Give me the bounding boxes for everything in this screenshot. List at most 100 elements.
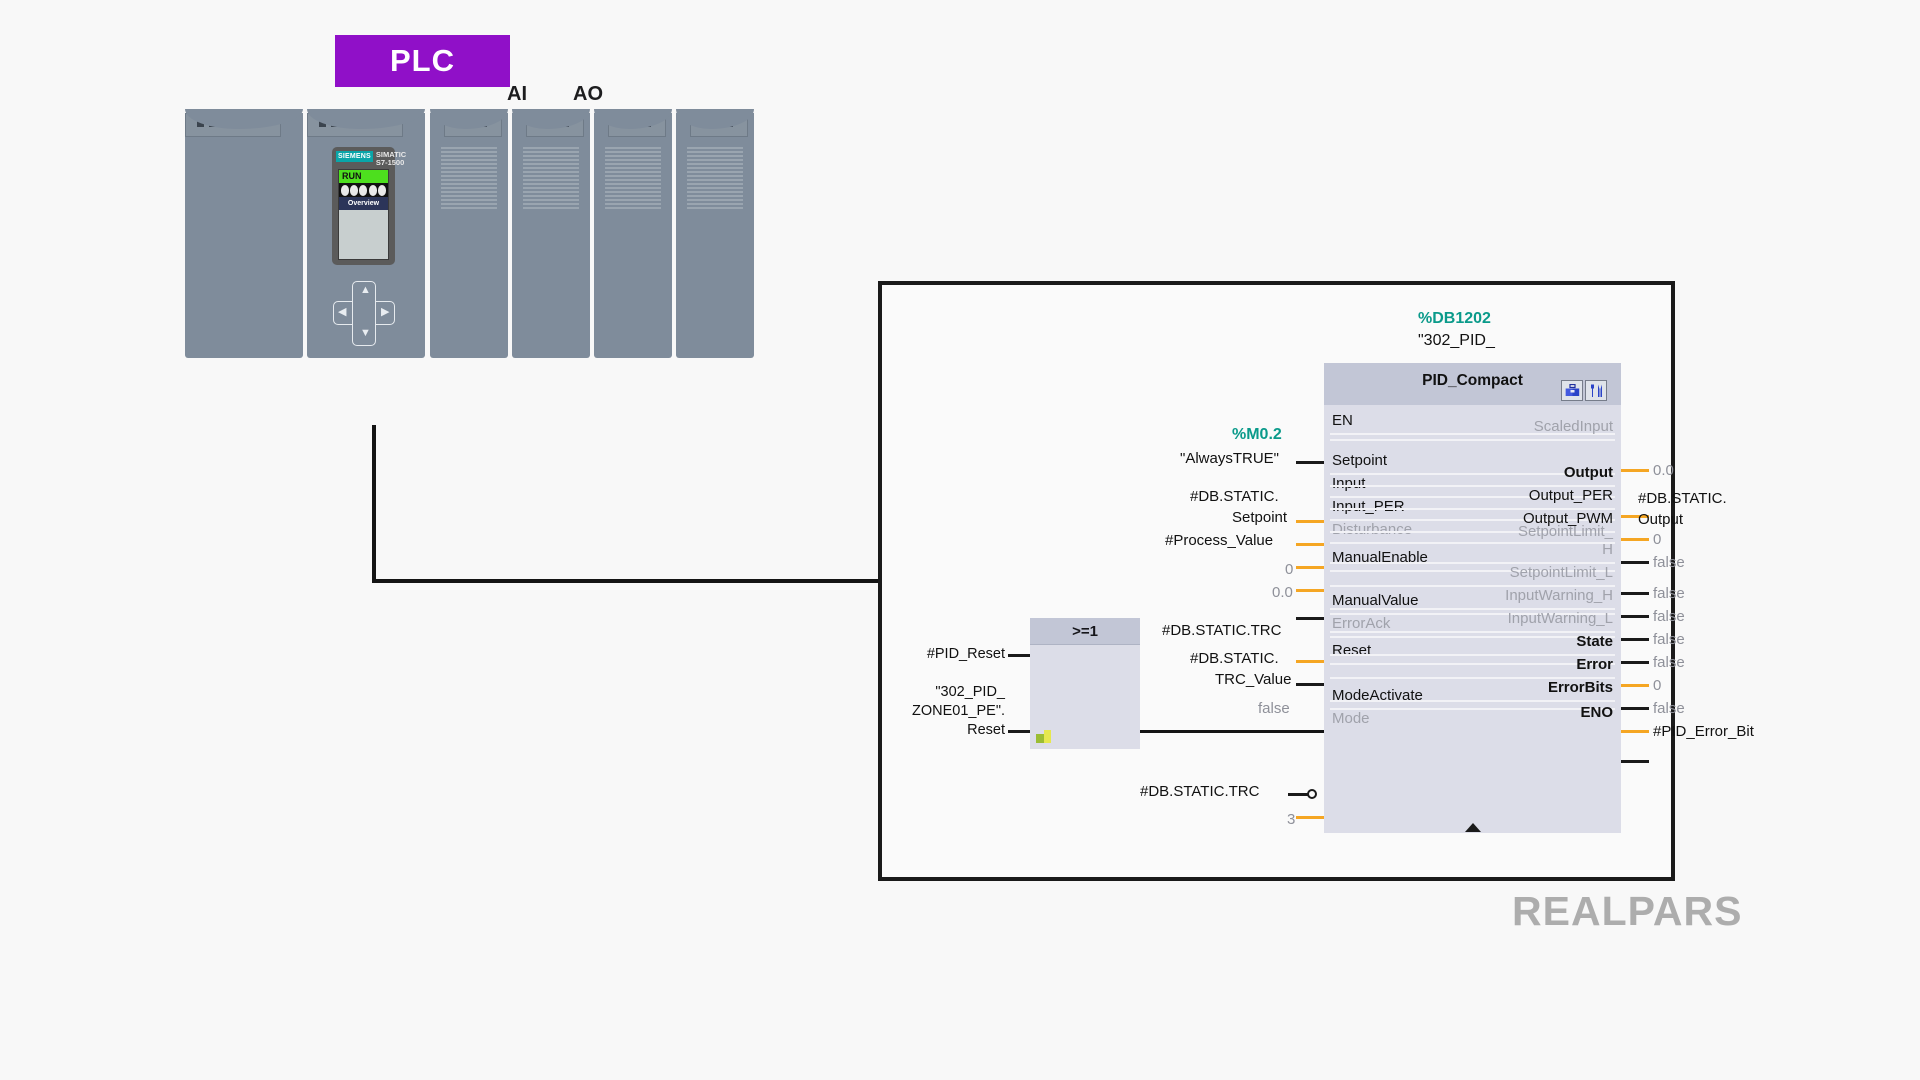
pid-compact-block[interactable]: PID_Compact EN xyxy=(1324,363,1621,833)
tools-icon[interactable] xyxy=(1585,380,1607,401)
pid-instance-name: "302_PID_ xyxy=(1418,332,1495,349)
or-output-wire xyxy=(1140,730,1324,733)
cpu-dpad[interactable]: ▲ ▼ ◀ ▶ xyxy=(333,281,395,346)
pid-setpointlimitl-wire xyxy=(1621,615,1649,618)
dpad-up-icon: ▲ xyxy=(360,284,371,296)
pid-state-value: 0 xyxy=(1653,677,1662,694)
pid-pin-inputwarning-l: InputWarning_L xyxy=(1507,610,1613,627)
dpad-right-icon: ▶ xyxy=(381,306,390,318)
pid-mode-wire xyxy=(1296,816,1324,819)
pid-db-reference: %DB1202 xyxy=(1418,310,1491,327)
pid-pin-output-per: Output_PER xyxy=(1528,487,1613,504)
pid-pin-setpoint: Setpoint xyxy=(1332,452,1388,469)
pid-output-value-line1: #DB.STATIC. xyxy=(1638,490,1727,507)
pid-setpointlimith-wire xyxy=(1621,592,1649,595)
realpars-logo: REALPARS xyxy=(1512,888,1743,934)
pid-outputper-value: 0 xyxy=(1653,531,1662,548)
pid-pin-setpointlimit-l: SetpointLimit_L xyxy=(1509,564,1613,581)
pid-mode-value: 3 xyxy=(1287,811,1296,828)
cpu-menu-overview: Overview xyxy=(339,197,388,210)
pid-setpoint-value-line1: #DB.STATIC. xyxy=(1190,488,1279,505)
pid-input-wire xyxy=(1296,543,1324,546)
cpu-status-run: RUN xyxy=(339,170,388,183)
pid-inputwarningh-value: false xyxy=(1653,631,1685,648)
plc-badge: PLC xyxy=(335,35,510,87)
pid-setpoint-wire xyxy=(1296,520,1324,523)
pid-scaledinput-value: 0.0 xyxy=(1653,462,1674,479)
pid-inputper-wire xyxy=(1296,566,1324,569)
pid-errorbits-wire xyxy=(1621,730,1649,733)
pid-inputwarningl-wire xyxy=(1621,661,1649,664)
pid-en-value: "AlwaysTRUE" xyxy=(1180,450,1279,467)
cpu-status-icons xyxy=(339,183,388,197)
pid-modeactivate-value: #DB.STATIC.TRC xyxy=(1140,783,1260,800)
siemens-logo: SIEMENS xyxy=(336,151,373,162)
pid-state-wire xyxy=(1621,684,1649,687)
pid-block-title: PID_Compact xyxy=(1422,372,1523,389)
pid-output-wire xyxy=(1621,515,1649,518)
pid-pin-eno: ENO xyxy=(1580,704,1613,721)
or-input1-wire xyxy=(1008,654,1032,657)
negated-input-icon xyxy=(1307,789,1317,799)
pid-pin-output-pwm: Output_PWM xyxy=(1522,510,1613,527)
pid-en-address: %M0.2 xyxy=(1232,426,1282,443)
or-logic-block[interactable]: >=1 xyxy=(1030,618,1140,749)
pid-pin-inputwarning-h: InputWarning_H xyxy=(1505,587,1613,604)
pid-eno-wire xyxy=(1621,760,1649,763)
pid-errorbits-value: #PID_Error_Bit xyxy=(1653,723,1754,740)
plc-to-network-wire-horizontal xyxy=(372,579,882,583)
pid-pin-setpointlimit-h: SetpointLimit_ xyxy=(1517,523,1613,540)
pid-manualenable-value: #DB.STATIC.TRC xyxy=(1162,622,1282,639)
pid-setpoint-value-line2: Setpoint xyxy=(1232,509,1288,526)
or-input2-label-line2: ZONE01_PE". xyxy=(912,703,1005,719)
pid-disturbance-wire xyxy=(1296,589,1324,592)
pid-pin-disturbance: Disturbance xyxy=(1332,521,1413,538)
pid-pin-manualvalue: ManualValue xyxy=(1332,592,1419,609)
pid-manualvalue-line1: #DB.STATIC. xyxy=(1190,650,1279,667)
cpu-family-line2: S7-1500 xyxy=(375,158,405,167)
pid-pin-output: Output xyxy=(1563,464,1613,481)
pid-manualenable-wire xyxy=(1296,617,1324,620)
cpu-screen: RUN Overview xyxy=(338,169,389,260)
pid-pin-state: State xyxy=(1576,633,1613,650)
pid-setpointlimitl-value: false xyxy=(1653,608,1685,625)
pid-error-value: false xyxy=(1653,700,1685,717)
pid-outputpwm-value: false xyxy=(1653,554,1685,571)
cpu-family-line1: SIMATIC xyxy=(375,150,407,159)
pid-setpointlimith-value: false xyxy=(1653,585,1685,602)
pid-pin-reset: Reset xyxy=(1332,642,1372,659)
pid-pin-manualenable: ManualEnable xyxy=(1332,549,1428,566)
pid-pin-input: Input xyxy=(1332,475,1366,492)
pid-inputwarningh-wire xyxy=(1621,638,1649,641)
pid-pin-error: Error xyxy=(1576,656,1613,673)
pid-erroracK-wire xyxy=(1296,683,1324,686)
or-input2-label-line1: "302_PID_ xyxy=(935,684,1005,700)
pid-pin-input-per: Input_PER xyxy=(1332,498,1405,515)
pid-manualvalue-line2: TRC_Value xyxy=(1215,671,1292,688)
pid-en-wire xyxy=(1296,461,1324,464)
pid-pin-erroracK: ErrorAck xyxy=(1332,615,1391,632)
toolbox-icon[interactable] xyxy=(1561,380,1583,401)
pid-manualvalue-wire xyxy=(1296,660,1324,663)
pid-pin-scaledinput: ScaledInput xyxy=(1533,418,1613,435)
pid-pin-setpointlimit-h-cont: H xyxy=(1602,541,1613,558)
pid-modeactivate-wire xyxy=(1288,793,1308,796)
pid-inputwarningl-value: false xyxy=(1653,654,1685,671)
pid-pin-mode: Mode xyxy=(1332,710,1370,727)
or-input2-label-line3: Reset xyxy=(967,722,1005,738)
pid-erroracK-value: false xyxy=(1258,700,1290,717)
io-tag-ao: AO xyxy=(573,83,603,105)
pid-scaledinput-wire xyxy=(1621,469,1649,472)
pid-pin-modeactivate: ModeActivate xyxy=(1332,687,1423,704)
pid-disturbance-value: 0.0 xyxy=(1272,584,1293,601)
or-input1-label: #PID_Reset xyxy=(926,646,1005,662)
pid-error-wire xyxy=(1621,707,1649,710)
status-led-icon xyxy=(1036,730,1052,743)
pid-outputpwm-wire xyxy=(1621,561,1649,564)
pid-pin-en: EN xyxy=(1332,412,1353,429)
expand-collapse-icon[interactable] xyxy=(1464,823,1481,832)
pid-pin-errorbits: ErrorBits xyxy=(1547,679,1613,696)
plc-illustration: PLC AI AO SIEMENS SIMATIC S7-1500 xyxy=(185,25,785,435)
dpad-down-icon: ▼ xyxy=(360,327,371,339)
plc-to-network-wire-vertical xyxy=(372,425,376,583)
